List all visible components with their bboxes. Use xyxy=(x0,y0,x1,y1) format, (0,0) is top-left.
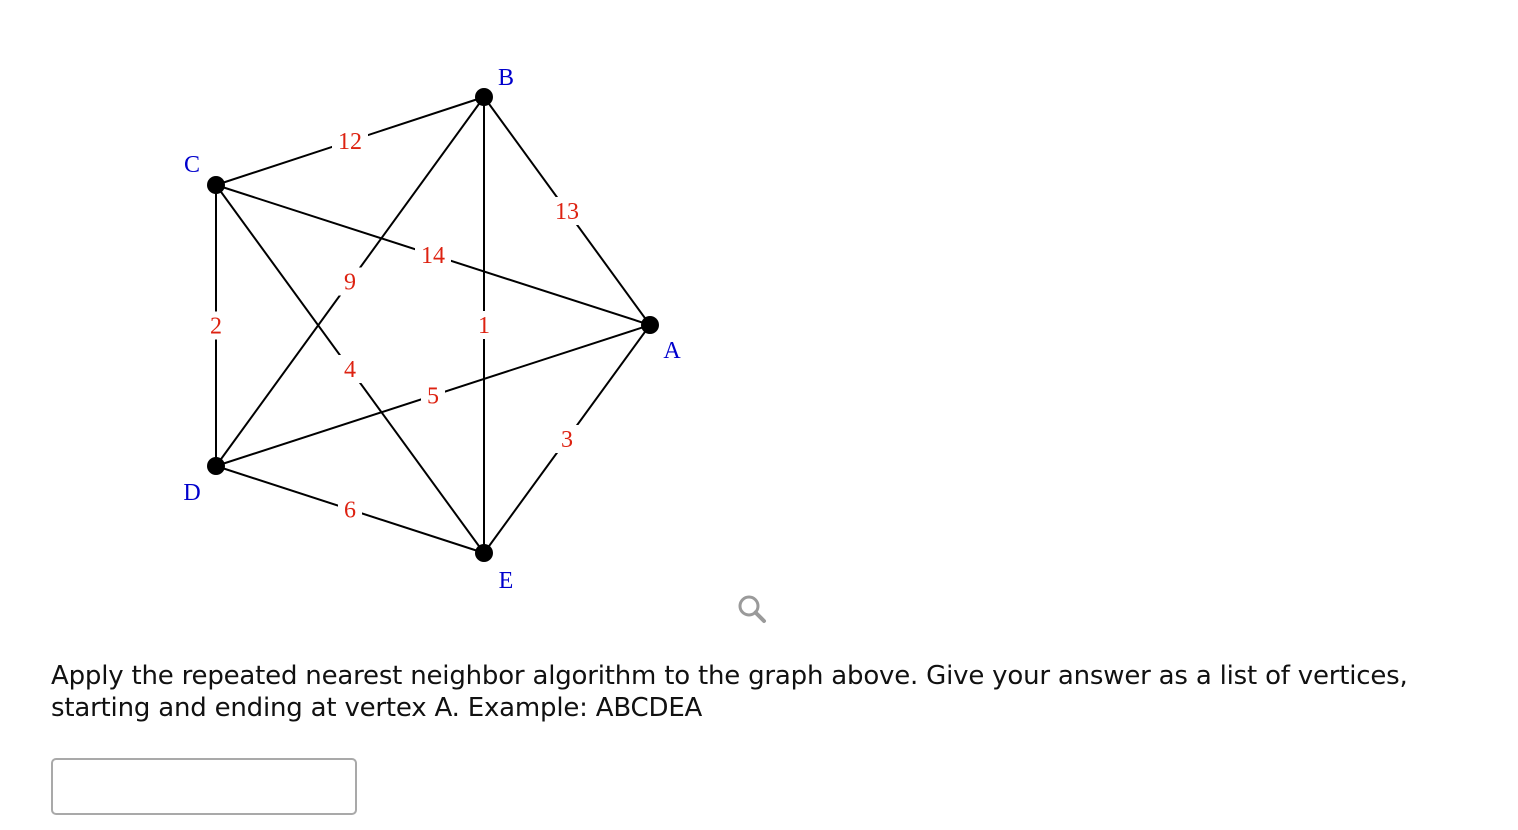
graph-vertices xyxy=(207,88,659,562)
edge-weight-c-e: 4 xyxy=(344,357,356,383)
magnifier-icon[interactable] xyxy=(734,592,774,628)
graph-edges xyxy=(215,96,651,554)
edge-weight-c-d: 2 xyxy=(210,314,222,340)
edge-weight-background xyxy=(555,425,579,453)
edge-weight-background xyxy=(338,495,362,524)
vertex-b xyxy=(475,88,493,106)
vertex-d xyxy=(207,457,225,475)
edge-weight-b-d: 9 xyxy=(344,270,356,296)
edge-weight-c-b: 12 xyxy=(338,129,362,155)
edge-weight-d-e: 6 xyxy=(344,498,356,524)
vertex-label-e: E xyxy=(499,568,514,594)
edge-weight-background xyxy=(415,241,451,269)
edge-weight-background xyxy=(332,127,368,155)
vertex-label-a: A xyxy=(663,338,681,364)
question-text: Apply the repeated nearest neighbor algo… xyxy=(51,661,1408,723)
vertex-c xyxy=(207,176,225,194)
edge-weight-background xyxy=(338,355,362,383)
vertex-label-b: B xyxy=(498,65,514,91)
edge-weight-background xyxy=(549,197,585,225)
edge-weight-background xyxy=(204,311,228,340)
edge-weight-background xyxy=(472,311,496,339)
edge-weight-d-a: 5 xyxy=(427,384,439,410)
vertex-label-c: C xyxy=(184,152,200,178)
vertex-labels: A B C D E xyxy=(183,65,681,594)
answer-input[interactable] xyxy=(51,758,357,815)
vertex-e xyxy=(475,544,493,562)
edge-weight-background xyxy=(338,267,362,296)
edge-weight-c-a: 14 xyxy=(421,243,445,269)
edge-weight-background xyxy=(421,381,445,410)
edge-weight-b-a: 13 xyxy=(555,199,579,225)
vertex-a xyxy=(641,316,659,334)
edge-weight-a-e: 3 xyxy=(561,427,573,453)
vertex-label-d: D xyxy=(183,480,200,506)
edge-weight-b-e: 1 xyxy=(478,313,490,339)
